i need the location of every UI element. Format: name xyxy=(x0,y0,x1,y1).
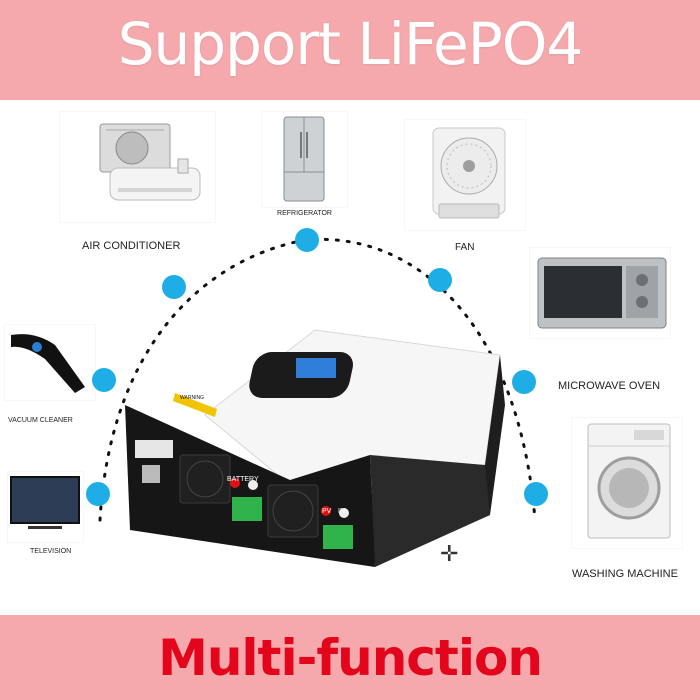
washing-machine-icon xyxy=(587,423,671,539)
headline: Support LiFePO4 xyxy=(117,10,584,78)
refrigerator-label: REFRIGERATOR xyxy=(277,210,332,217)
refrigerator-card xyxy=(262,112,347,207)
microwave-card xyxy=(530,248,670,338)
arc-dot xyxy=(512,370,536,394)
washing-machine-label: WASHING MACHINE xyxy=(572,568,678,580)
crosshair-icon: ✛ xyxy=(440,542,459,567)
television-card xyxy=(8,472,83,542)
vacuum-card xyxy=(5,325,95,400)
refrigerator-icon xyxy=(283,116,325,202)
arc-dot xyxy=(295,228,319,252)
air-conditioner-card xyxy=(60,112,215,222)
top-banner: Support LiFePO4 xyxy=(0,0,700,100)
in-label: IN xyxy=(338,508,345,515)
arc-dot xyxy=(92,368,116,392)
arc-dot xyxy=(162,275,186,299)
air-conditioner-label: AIR CONDITIONER xyxy=(82,240,181,252)
inverter-device xyxy=(125,329,505,567)
fan-card xyxy=(405,120,525,230)
vacuum-label: VACUUM CLEANER xyxy=(8,417,73,424)
fan-icon xyxy=(432,127,506,219)
battery-label: BATTERY xyxy=(227,476,259,483)
arc-dot xyxy=(428,268,452,292)
warning-sticker: WARNING xyxy=(180,395,204,401)
air-conditioner-icon xyxy=(99,123,201,201)
vacuum-icon xyxy=(11,334,85,393)
footer-headline: Multi-function xyxy=(158,629,543,687)
television-icon xyxy=(10,476,80,529)
bottom-banner: Multi-function xyxy=(0,615,700,700)
product-scene: AIR CONDITIONER REFRIGERATOR FAN xyxy=(0,100,700,615)
arc-dot xyxy=(524,482,548,506)
pv-label: PV xyxy=(322,508,332,515)
television-label: TELEVISION xyxy=(30,548,72,555)
microwave-icon xyxy=(537,257,667,329)
arc-dot xyxy=(86,482,110,506)
microwave-label: MICROWAVE OVEN xyxy=(558,380,661,392)
washing-machine-card xyxy=(572,418,682,548)
fan-label: FAN xyxy=(455,242,475,253)
